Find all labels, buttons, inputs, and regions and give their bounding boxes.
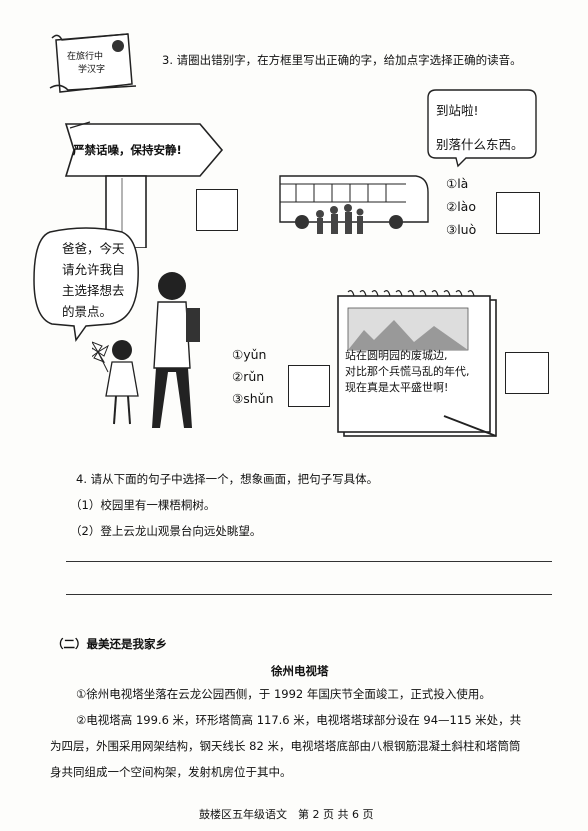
scroll-line1: 在旅行中 (67, 52, 104, 62)
yun-option-2[interactable]: ②rǔn (232, 369, 265, 384)
question-3: 3. 请圈出错别字，在方框里写出正确的字，给加点字选择正确的读音。 (162, 53, 522, 67)
yun-option-1[interactable]: ①yǔn (232, 347, 267, 362)
child-speech-bubble (30, 226, 142, 342)
scroll-illustration (48, 30, 138, 98)
notebook-line2: 对比那个兵慌马乱的年代, (345, 365, 470, 378)
child-bubble-line1: 爸爸，今天 (62, 241, 125, 256)
bus-speech-bubble (422, 86, 540, 168)
answer-box-1[interactable] (196, 189, 238, 231)
article-paragraph-2-line-1: ②电视塔高 199.6 米，环形塔筒高 117.6 米，电视塔塔球部分设在 94… (76, 713, 522, 727)
article-paragraph-2-line-3: 身共同组成一个空间构架，发射机房位于其中。 (50, 765, 292, 779)
answer-line-1[interactable] (66, 561, 552, 562)
article-paragraph-2-line-2: 为四层，外围采用网架结构，钢天线长 82 米，电视塔塔底部由八根钢筋混凝土斜柱和… (50, 739, 521, 753)
sign-text: 严禁话噪，保持安静! (73, 143, 182, 157)
answer-box-3[interactable] (288, 365, 330, 407)
notebook-line3: 现在真是太平盛世啊! (345, 381, 449, 394)
answer-box-2[interactable] (496, 192, 540, 234)
article-paragraph-1: ①徐州电视塔坐落在云龙公园西侧，于 1992 年国庆节全面竣工，正式投入使用。 (76, 687, 491, 701)
question-4-item-2: （2）登上云龙山观景台向远处眺望。 (70, 524, 262, 538)
scroll-line2: 学汉字 (78, 65, 106, 75)
notebook-line1: 站在圆明园的废城边, (345, 349, 448, 362)
scroll-icon (49, 33, 137, 93)
child-bubble-line2: 请允许我自 (62, 262, 125, 277)
answer-box-4[interactable] (505, 352, 549, 394)
answer-line-2[interactable] (66, 594, 552, 595)
notebook-illustration (334, 290, 502, 442)
speech-bubble-icon (427, 89, 537, 168)
sign-post (60, 118, 230, 249)
bus-option-2[interactable]: ②lào (446, 199, 476, 214)
father-daughter-illustration (89, 268, 212, 440)
yun-option-3[interactable]: ③shǔn (232, 391, 274, 406)
bus-illustration (276, 166, 436, 242)
speech-bubble-icon (33, 227, 139, 342)
pinwheel-icon (89, 340, 110, 373)
page-footer: 鼓楼区五年级语文 第 2 页 共 6 页 (199, 808, 374, 821)
bus-option-3[interactable]: ③luò (446, 222, 477, 237)
child-bubble-line4: 的景点。 (62, 304, 113, 319)
bus-icon (279, 175, 429, 234)
bus-option-1[interactable]: ①là (446, 176, 469, 191)
child-bubble-line3: 主选择想去 (62, 283, 125, 298)
signpost-icon (64, 121, 224, 249)
bus-bubble-line1: 到站啦! (436, 103, 479, 118)
article-title: 徐州电视塔 (271, 664, 329, 678)
question-4: 4. 请从下面的句子中选择一个，想象画面，把句子写具体。 (76, 472, 379, 486)
people-icon (89, 272, 200, 428)
section-2-heading: （二）最美还是我家乡 (52, 637, 167, 651)
notebook-icon (337, 290, 497, 437)
bus-bubble-line2: 别落什么东西。 (436, 137, 524, 152)
question-4-item-1: （1）校园里有一棵梧桐树。 (70, 498, 216, 512)
